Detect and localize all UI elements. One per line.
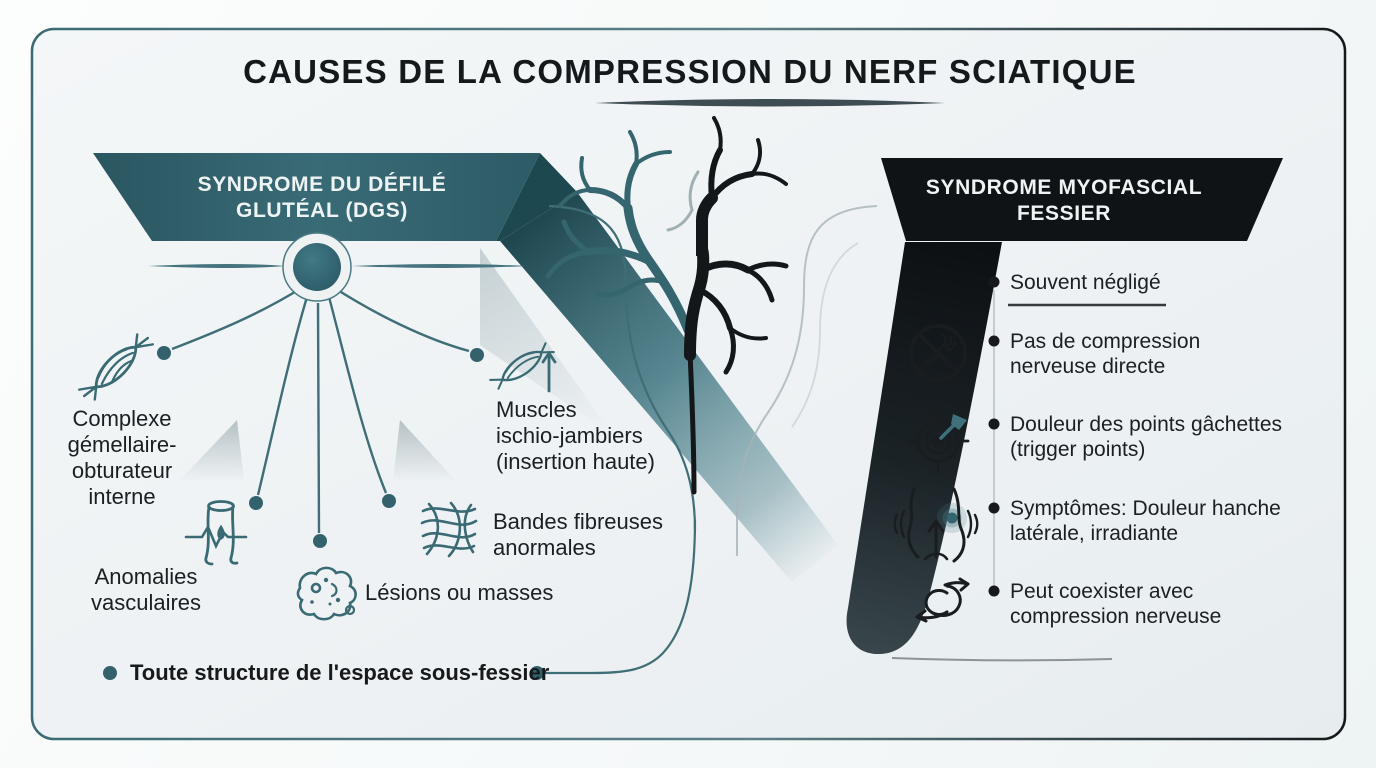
right-banner-ribbon <box>881 158 1283 241</box>
left-ribbon-fold <box>496 153 838 582</box>
right-item-trigger-points: Douleur des points gâchettes (trigger po… <box>1010 413 1283 461</box>
label-vascular-anomalies: Anomalies vasculaires <box>90 564 202 615</box>
mass-lesion-icon <box>296 566 357 621</box>
right-banner-line2: FESSIER <box>1016 202 1112 225</box>
footer-note: Toute structure de l'espace sous-fessier <box>130 660 550 685</box>
hip-pain-icon <box>893 487 979 563</box>
label-fibrous-bands: Bandes fibreuses anormales <box>493 509 663 560</box>
left-banner-ribbon <box>93 153 540 241</box>
label-lesions-masses: Lésions ou masses <box>365 580 554 605</box>
shadow-wedge <box>480 248 614 436</box>
right-banner-title: SYNDROME MYOFASCIAL FESSIER <box>926 175 1202 227</box>
hamstring-muscle-icon <box>489 342 557 393</box>
right-item-souvent-neglige: Souvent négligé <box>1010 271 1161 294</box>
page-title: CAUSES DE LA COMPRESSION DU NERF SCIATIQ… <box>243 53 1137 90</box>
shadow-wedge <box>180 420 244 480</box>
left-banner-line1: SYNDROME DU DÉFILÉ <box>197 173 447 196</box>
sciatic-nerve-tree-icon <box>545 116 789 495</box>
label-hamstring-muscles: Muscles ischio-jambiers (insertion haute… <box>496 397 655 474</box>
trigger-point-target-icon <box>906 409 970 473</box>
left-banner-line2: GLUTÉAL (DGS) <box>236 199 408 222</box>
up-arrow-icon <box>541 350 557 393</box>
right-item-pas-de-compression: Pas de compression nerveuse directe <box>1010 330 1201 378</box>
fibrous-bands-icon <box>420 501 478 558</box>
footer-bullet-dot <box>103 666 117 680</box>
hub-node <box>148 232 528 548</box>
shadow-wedge <box>393 420 455 480</box>
coexist-cycle-icon <box>915 577 970 623</box>
connector-lines <box>544 204 878 675</box>
vascular-anomaly-icon <box>184 500 248 566</box>
label-gemellaire-complex: Complexe gémellaire- obturateur interne <box>67 406 177 509</box>
no-nerve-compression-icon <box>909 324 967 382</box>
bullet-dots <box>988 276 1000 597</box>
right-item-symptomes: Symptômes: Douleur hanche latérale, irra… <box>1010 497 1281 545</box>
footer-bullet-dot <box>530 666 544 680</box>
muscle-fibers-icon <box>78 333 154 401</box>
title-underline <box>595 99 945 107</box>
right-item-coexister: Peut coexister avec compression nerveuse <box>1010 580 1222 628</box>
left-banner-title: SYNDROME DU DÉFILÉ GLUTÉAL (DGS) <box>198 172 447 224</box>
right-banner-line1: SYNDROME MYOFASCIAL <box>925 176 1203 199</box>
